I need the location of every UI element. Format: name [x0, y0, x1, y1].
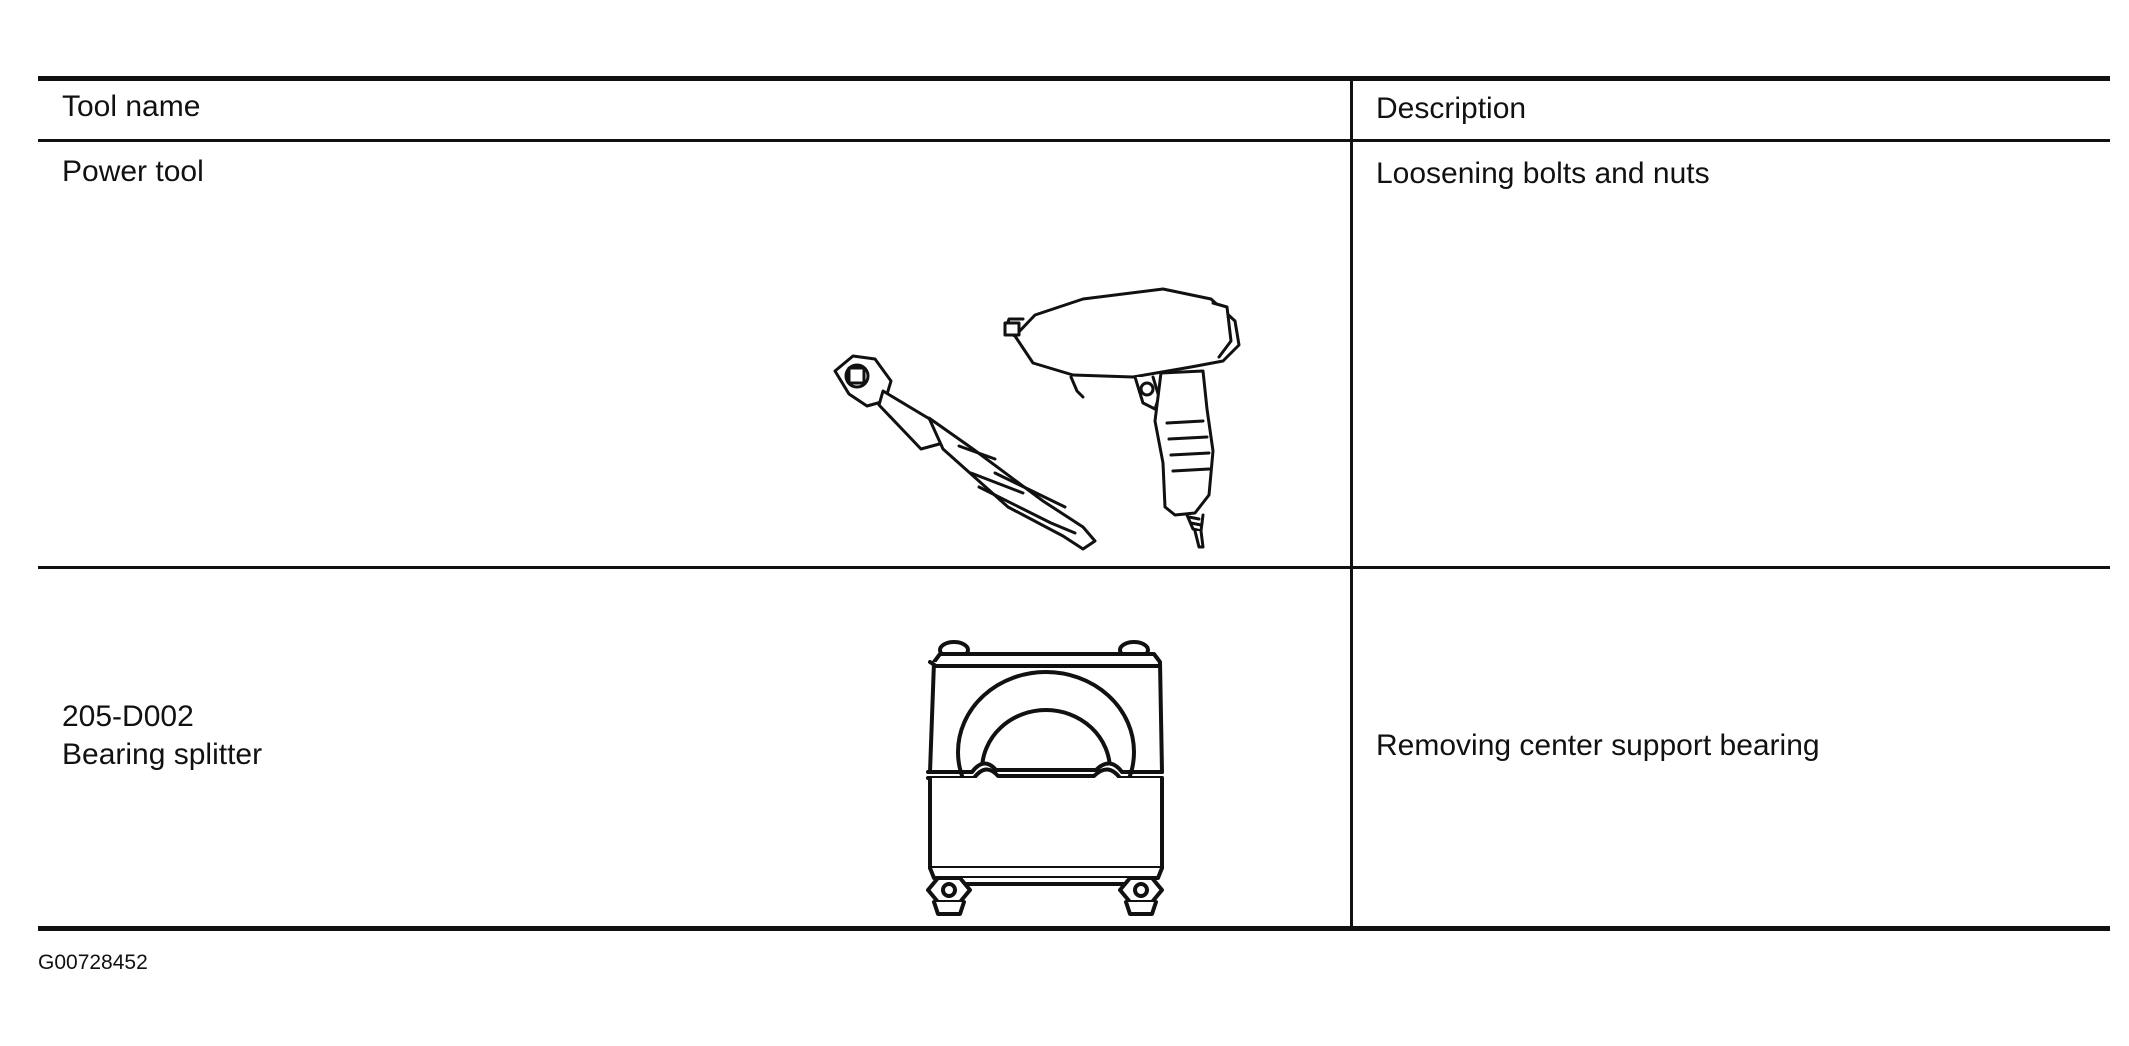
- row-2-part-number: 205-D002: [62, 700, 194, 733]
- row-2-tool-name: Bearing splitter: [62, 738, 263, 771]
- row-1-tool-name: Power tool: [62, 155, 204, 188]
- table-top-rule: [38, 76, 2110, 81]
- header-description: Description: [1376, 92, 1527, 125]
- header-tool-name: Tool name: [62, 90, 201, 123]
- column-divider: [1350, 76, 1353, 929]
- bearing-splitter-icon: [864, 622, 1224, 922]
- ratchet-and-impact-wrench-icon: [783, 211, 1283, 551]
- header-rule: [38, 139, 2110, 142]
- row-divider: [38, 566, 2110, 569]
- table-bottom-rule: [38, 926, 2110, 931]
- figure-id: G00728452: [38, 951, 148, 974]
- row-2-description: Removing center support bearing: [1376, 729, 1820, 762]
- row-1-description: Loosening bolts and nuts: [1376, 157, 1710, 190]
- special-tools-table: Tool name Description Power tool Looseni…: [38, 76, 2110, 932]
